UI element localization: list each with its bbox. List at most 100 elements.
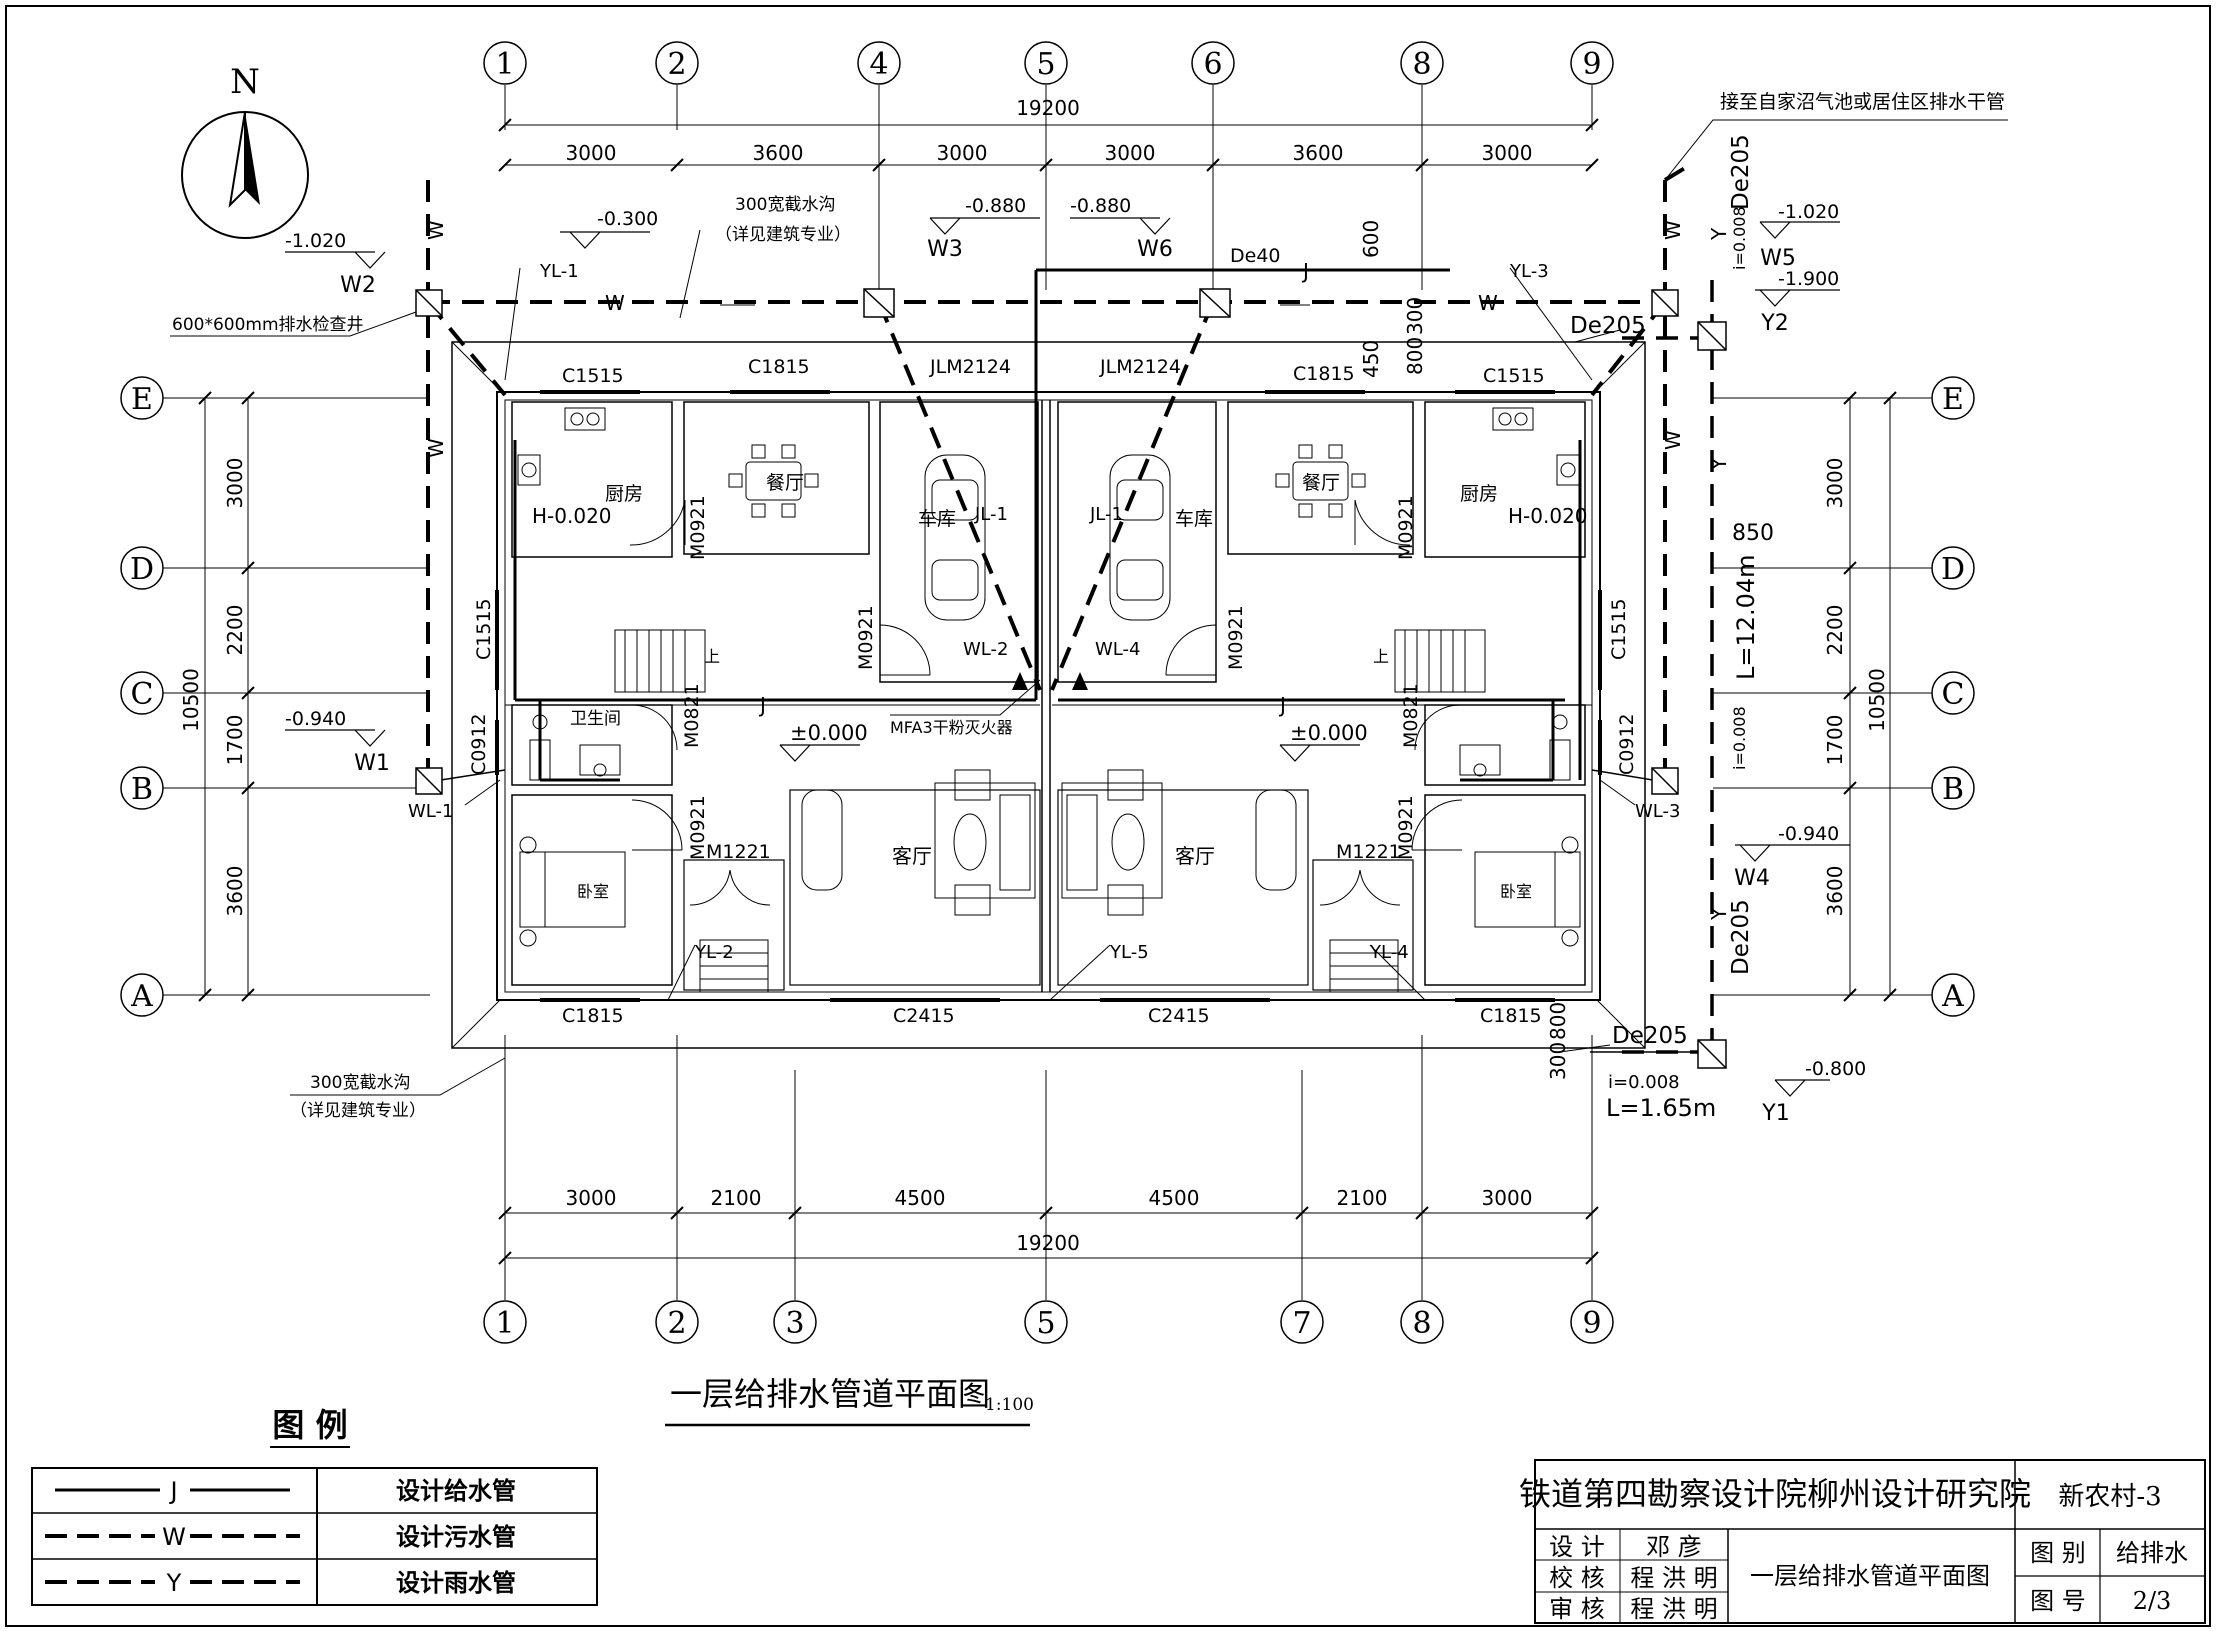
code-m0921: M0921 (687, 495, 709, 560)
sewage-pipe (426, 163, 1692, 775)
level-w5: -1.020 (1778, 201, 1839, 223)
riser-yl4: YL-4 (1369, 942, 1409, 963)
role-check: 校 核 (1549, 1564, 1605, 1592)
svg-text:9: 9 (1582, 47, 1601, 82)
code-c1815: C1815 (748, 356, 810, 378)
riser-jl1: JL-1 (974, 504, 1008, 525)
axis-bubble-top: 4 (857, 41, 901, 85)
code-c1515: C1515 (473, 598, 495, 660)
axis-bubble-side: A (1931, 973, 1975, 1017)
axis-grid (163, 85, 1933, 1300)
ditch-bot-2: （详见建筑专业） (290, 1101, 426, 1121)
svg-text:6: 6 (1203, 47, 1222, 82)
axis-bubble-side: C (120, 671, 164, 715)
level-h-left: H-0.020 (532, 504, 612, 528)
pipe-w: W (424, 220, 448, 240)
svg-text:A: A (1941, 979, 1964, 1014)
code-jlm2124: JLM2124 (1099, 356, 1181, 378)
room-living: 客厅 (1175, 844, 1215, 868)
ditch-bot-1: 300宽截水沟 (310, 1073, 410, 1093)
name-check: 程 洪 明 (1630, 1564, 1717, 1592)
well-box-icon (1697, 1039, 1727, 1069)
level-y1: -0.800 (1805, 1058, 1866, 1080)
well-box-icon (1651, 767, 1679, 795)
room-bedroom: 卧室 (1500, 882, 1532, 901)
axis-bubble-bottom: 9 (1570, 1300, 1614, 1344)
dim-top: 3000 (1105, 141, 1156, 165)
svg-text:4: 4 (869, 47, 888, 82)
well-box-icon (415, 767, 443, 795)
dim-300: 300 (1546, 1042, 1570, 1080)
pipe-j: J (758, 693, 766, 717)
axis-bubble-top: 2 (655, 41, 699, 85)
axis-bubble-side: E (1931, 376, 1975, 420)
svg-text:9: 9 (1582, 1306, 1601, 1341)
axis-bubble-side: C (1931, 671, 1975, 715)
code-c2415: C2415 (1148, 1005, 1210, 1027)
dim-side: 1700 (223, 715, 247, 766)
axis-bubble-side: E (120, 376, 164, 420)
code-m0821: M0821 (681, 683, 703, 748)
svg-text:D: D (130, 552, 154, 587)
svg-text:8: 8 (1412, 47, 1431, 82)
name-design: 邓 彦 (1646, 1533, 1702, 1561)
de205-label: De205 (1570, 313, 1646, 339)
legend-label: 设计给水管 (396, 1477, 516, 1505)
dim-side: 3600 (223, 866, 247, 917)
level-y2: -1.900 (1778, 268, 1839, 290)
well-y1: Y1 (1761, 1101, 1789, 1126)
role-design: 设 计 (1549, 1533, 1605, 1561)
pipe-letters: W W W W W W J J J Y Y Y (424, 220, 1731, 921)
room-living: 客厅 (892, 844, 932, 868)
riser-labels: YL-1 YL-3 YL-2 YL-4 YL-5 WL-1 WL-3 WL-2 … (408, 261, 1680, 963)
length-right: L=12.04m (1732, 554, 1760, 680)
ditch-top-2: （详见建筑专业） (715, 225, 851, 245)
code-c1815: C1815 (562, 1005, 624, 1027)
dim-850: 850 (1732, 521, 1774, 546)
riser-wl1: WL-1 (408, 801, 453, 822)
legend-row: W 设计污水管 (45, 1523, 516, 1551)
leader-lines (170, 119, 2008, 1096)
room-dining: 餐厅 (766, 472, 804, 494)
riser-jl1b: JL-1 (1089, 504, 1123, 525)
drawing-title: 一层给排水管道平面图 (670, 1375, 990, 1413)
project-name: 新农村-3 (2058, 1482, 2161, 1512)
level-top: -0.300 (597, 208, 658, 230)
washbasin-icon (579, 744, 621, 777)
stair-up: 上 (704, 647, 720, 666)
car-icon (1109, 454, 1171, 621)
well-box-icon (1199, 288, 1231, 318)
dim-bottom: 2100 (1337, 1186, 1388, 1210)
riser-yl3: YL-3 (1509, 261, 1549, 282)
riser-yl5: YL-5 (1109, 942, 1149, 963)
well-labels: W2 W3 W6 W5 Y2 W1 W4 Y1 (340, 237, 1796, 1126)
svg-text:E: E (131, 382, 153, 417)
code-m0821: M0821 (1400, 683, 1422, 748)
slope-right: i=0.008 (1730, 706, 1749, 770)
axis-bubble-bottom: 7 (1280, 1300, 1324, 1344)
car-icon (924, 454, 986, 621)
axis-bubble-side: D (1931, 546, 1975, 590)
axis-bubble-bottom: 8 (1400, 1300, 1444, 1344)
level-w3: -0.880 (965, 195, 1026, 217)
pipe-w: W (424, 438, 448, 458)
riser-yl2: YL-2 (694, 942, 734, 963)
number-value: 2/3 (2133, 1587, 2172, 1615)
north-arrow-icon: N (181, 62, 309, 239)
pipe-w: W (1478, 291, 1498, 315)
room-kitchen: 厨房 (1460, 483, 1498, 505)
legend: 图 例 J 设计给水管 W 设计污水管 Y 设计雨水管 (31, 1406, 598, 1606)
pipe-w: W (605, 291, 625, 315)
svg-text:D: D (1941, 552, 1965, 587)
svg-text:2: 2 (667, 47, 686, 82)
slope-bottom: i=0.008 (1608, 1072, 1680, 1093)
dim-450: 450 (1359, 340, 1383, 378)
axis-bubble-side: D (120, 546, 164, 590)
dim-bottom: 3000 (566, 1186, 617, 1210)
room-bedroom: 卧室 (577, 882, 609, 901)
room-bath: 卫生间 (570, 709, 621, 729)
code-m0921: M0921 (855, 605, 877, 670)
well-w5: W5 (1760, 246, 1796, 271)
legend-code: W (162, 1523, 186, 1551)
